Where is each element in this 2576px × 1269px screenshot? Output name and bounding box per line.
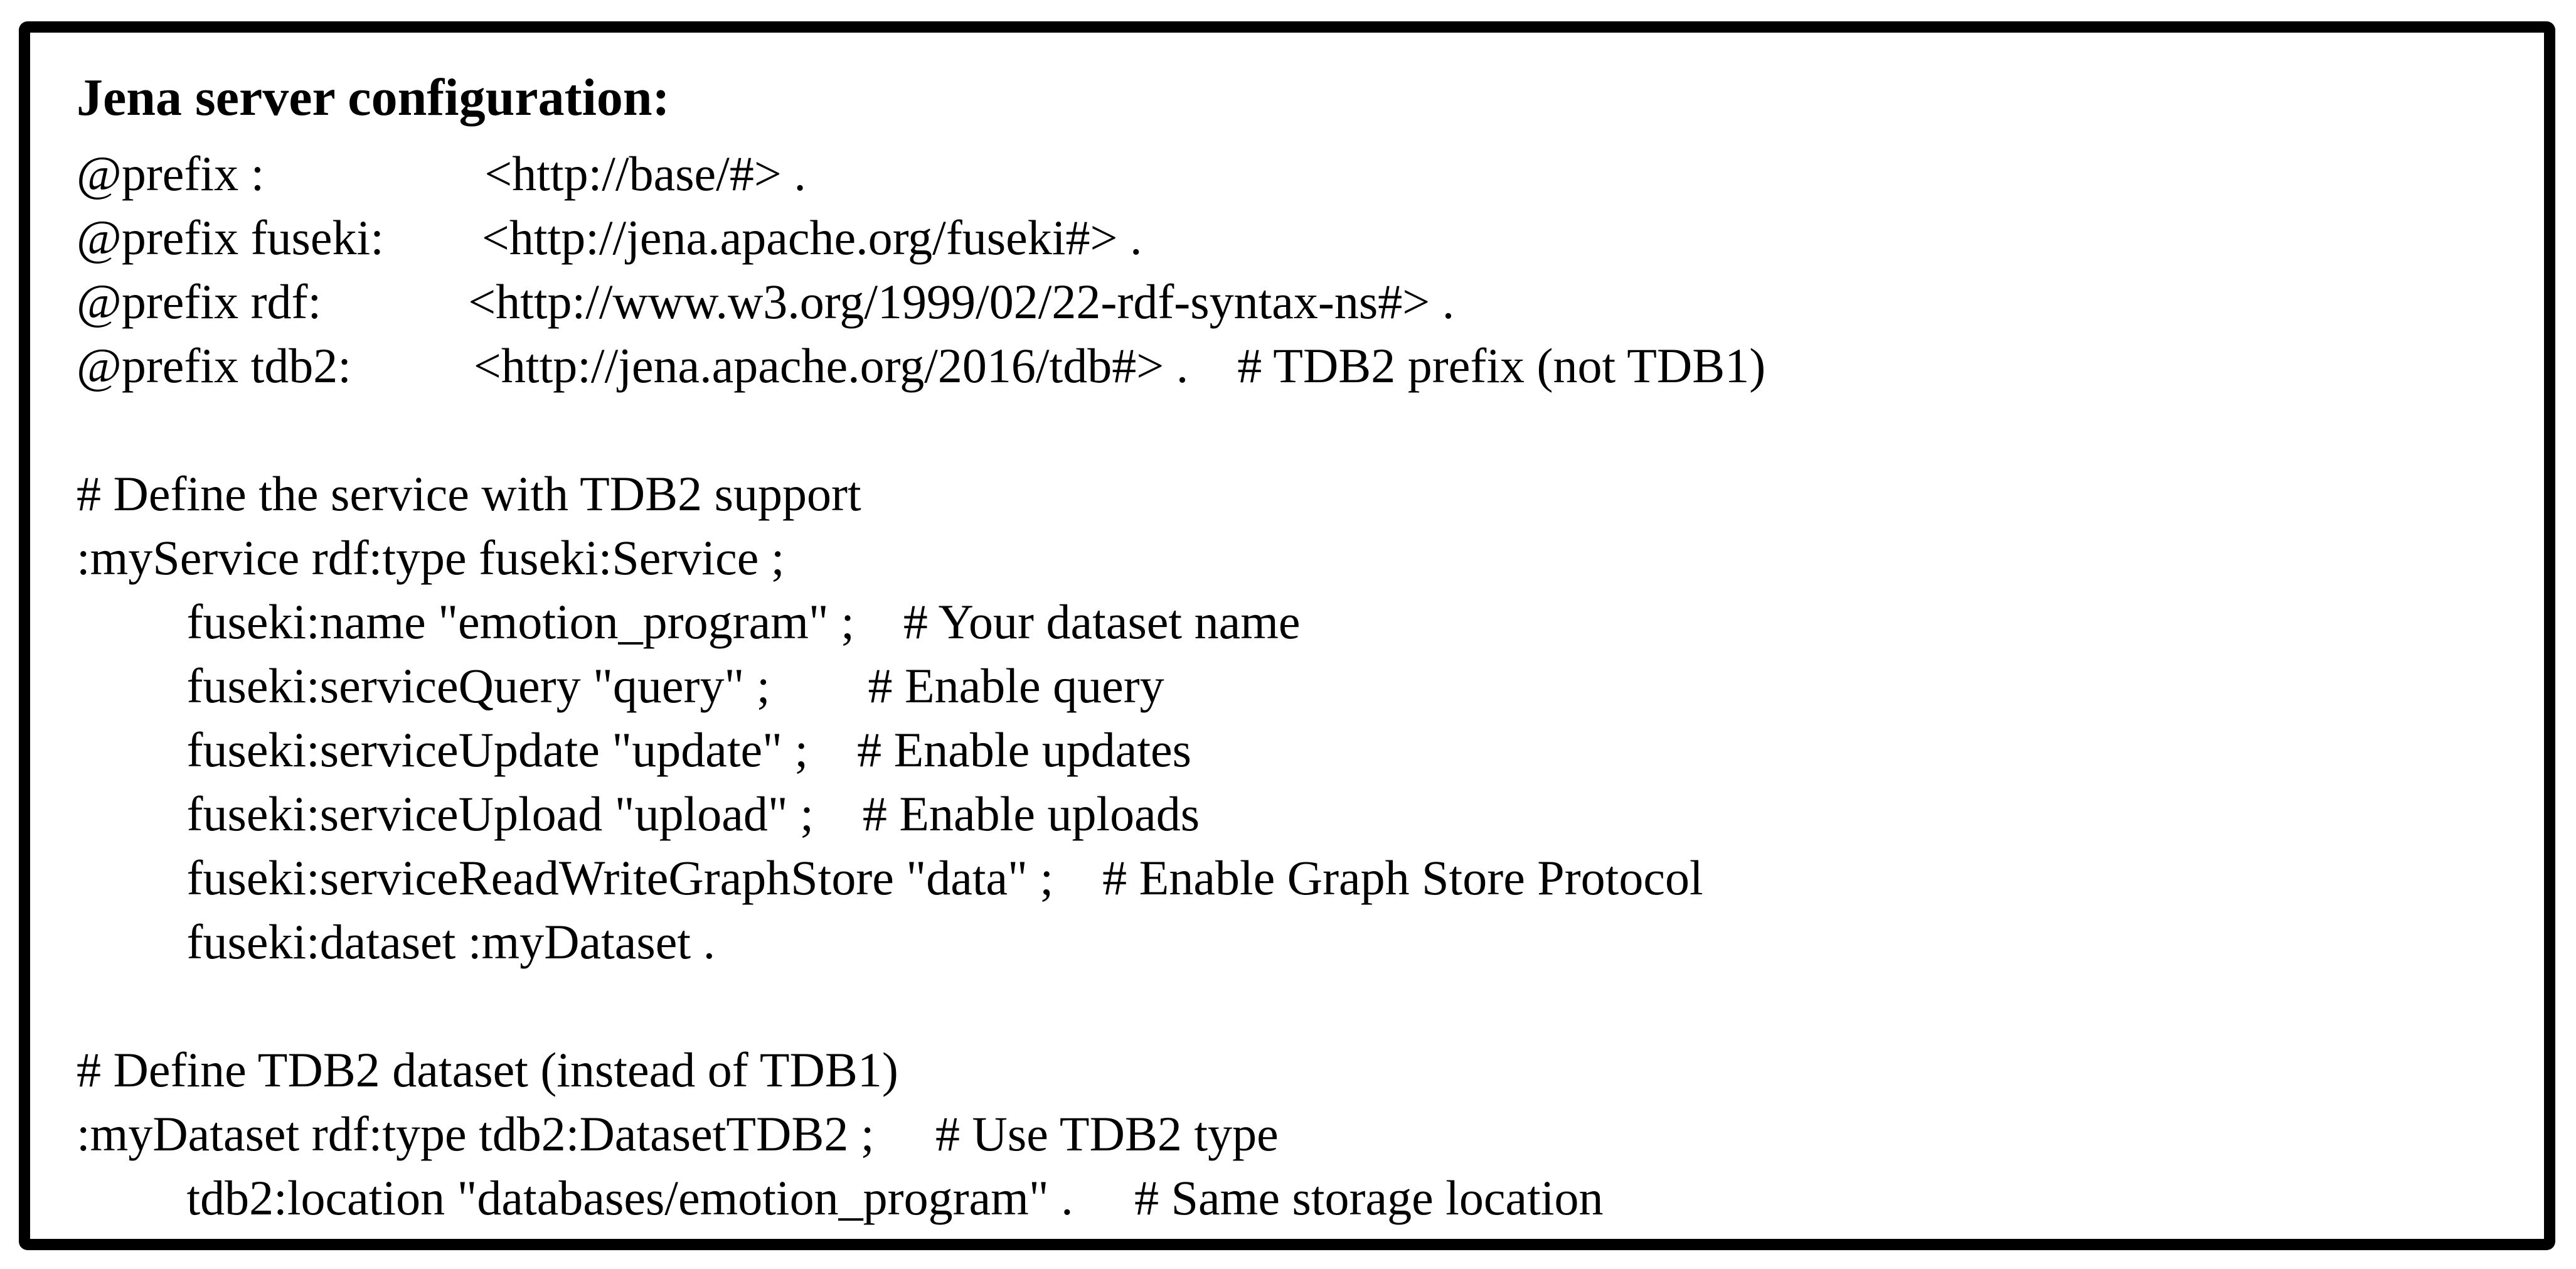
config-line-prefix-base: @prefix : <http://base/#> .	[77, 146, 806, 201]
config-line-prefix-fuseki: @prefix fuseki: <http://jena.apache.org/…	[77, 210, 1142, 265]
config-line-prefix-rdf: @prefix rdf: <http://www.w3.org/1999/02/…	[77, 274, 1455, 329]
config-box: Jena server configuration: @prefix : <ht…	[19, 21, 2555, 1250]
config-line-mydataset: :myDataset rdf:type tdb2:DatasetTDB2 ; #…	[77, 1106, 1279, 1161]
config-line-blank-2	[77, 974, 2508, 1038]
config-line-serviceupload: fuseki:serviceUpload "upload" ; # Enable…	[77, 786, 1200, 841]
config-line-graphstore: fuseki:serviceReadWriteGraphStore "data"…	[77, 850, 1703, 905]
config-line-comment-service: # Define the service with TDB2 support	[77, 466, 861, 521]
config-line-location: tdb2:location "databases/emotion_program…	[77, 1170, 1604, 1225]
config-line-myservice: :myService rdf:type fuseki:Service ;	[77, 530, 785, 585]
config-line-comment-dataset: # Define TDB2 dataset (instead of TDB1)	[77, 1042, 898, 1097]
config-title: Jena server configuration:	[77, 68, 670, 127]
config-line-servicequery: fuseki:serviceQuery "query" ; # Enable q…	[77, 658, 1164, 713]
config-line-serviceupdate: fuseki:serviceUpdate "update" ; # Enable…	[77, 722, 1191, 777]
config-line-blank-1	[77, 398, 2508, 462]
config-line-prefix-tdb2: @prefix tdb2: <http://jena.apache.org/20…	[77, 338, 1766, 393]
config-line-name: fuseki:name "emotion_program" ; # Your d…	[77, 594, 1301, 649]
config-content: Jena server configuration: @prefix : <ht…	[41, 44, 2533, 1228]
config-line-dataset: fuseki:dataset :myDataset .	[77, 914, 716, 969]
